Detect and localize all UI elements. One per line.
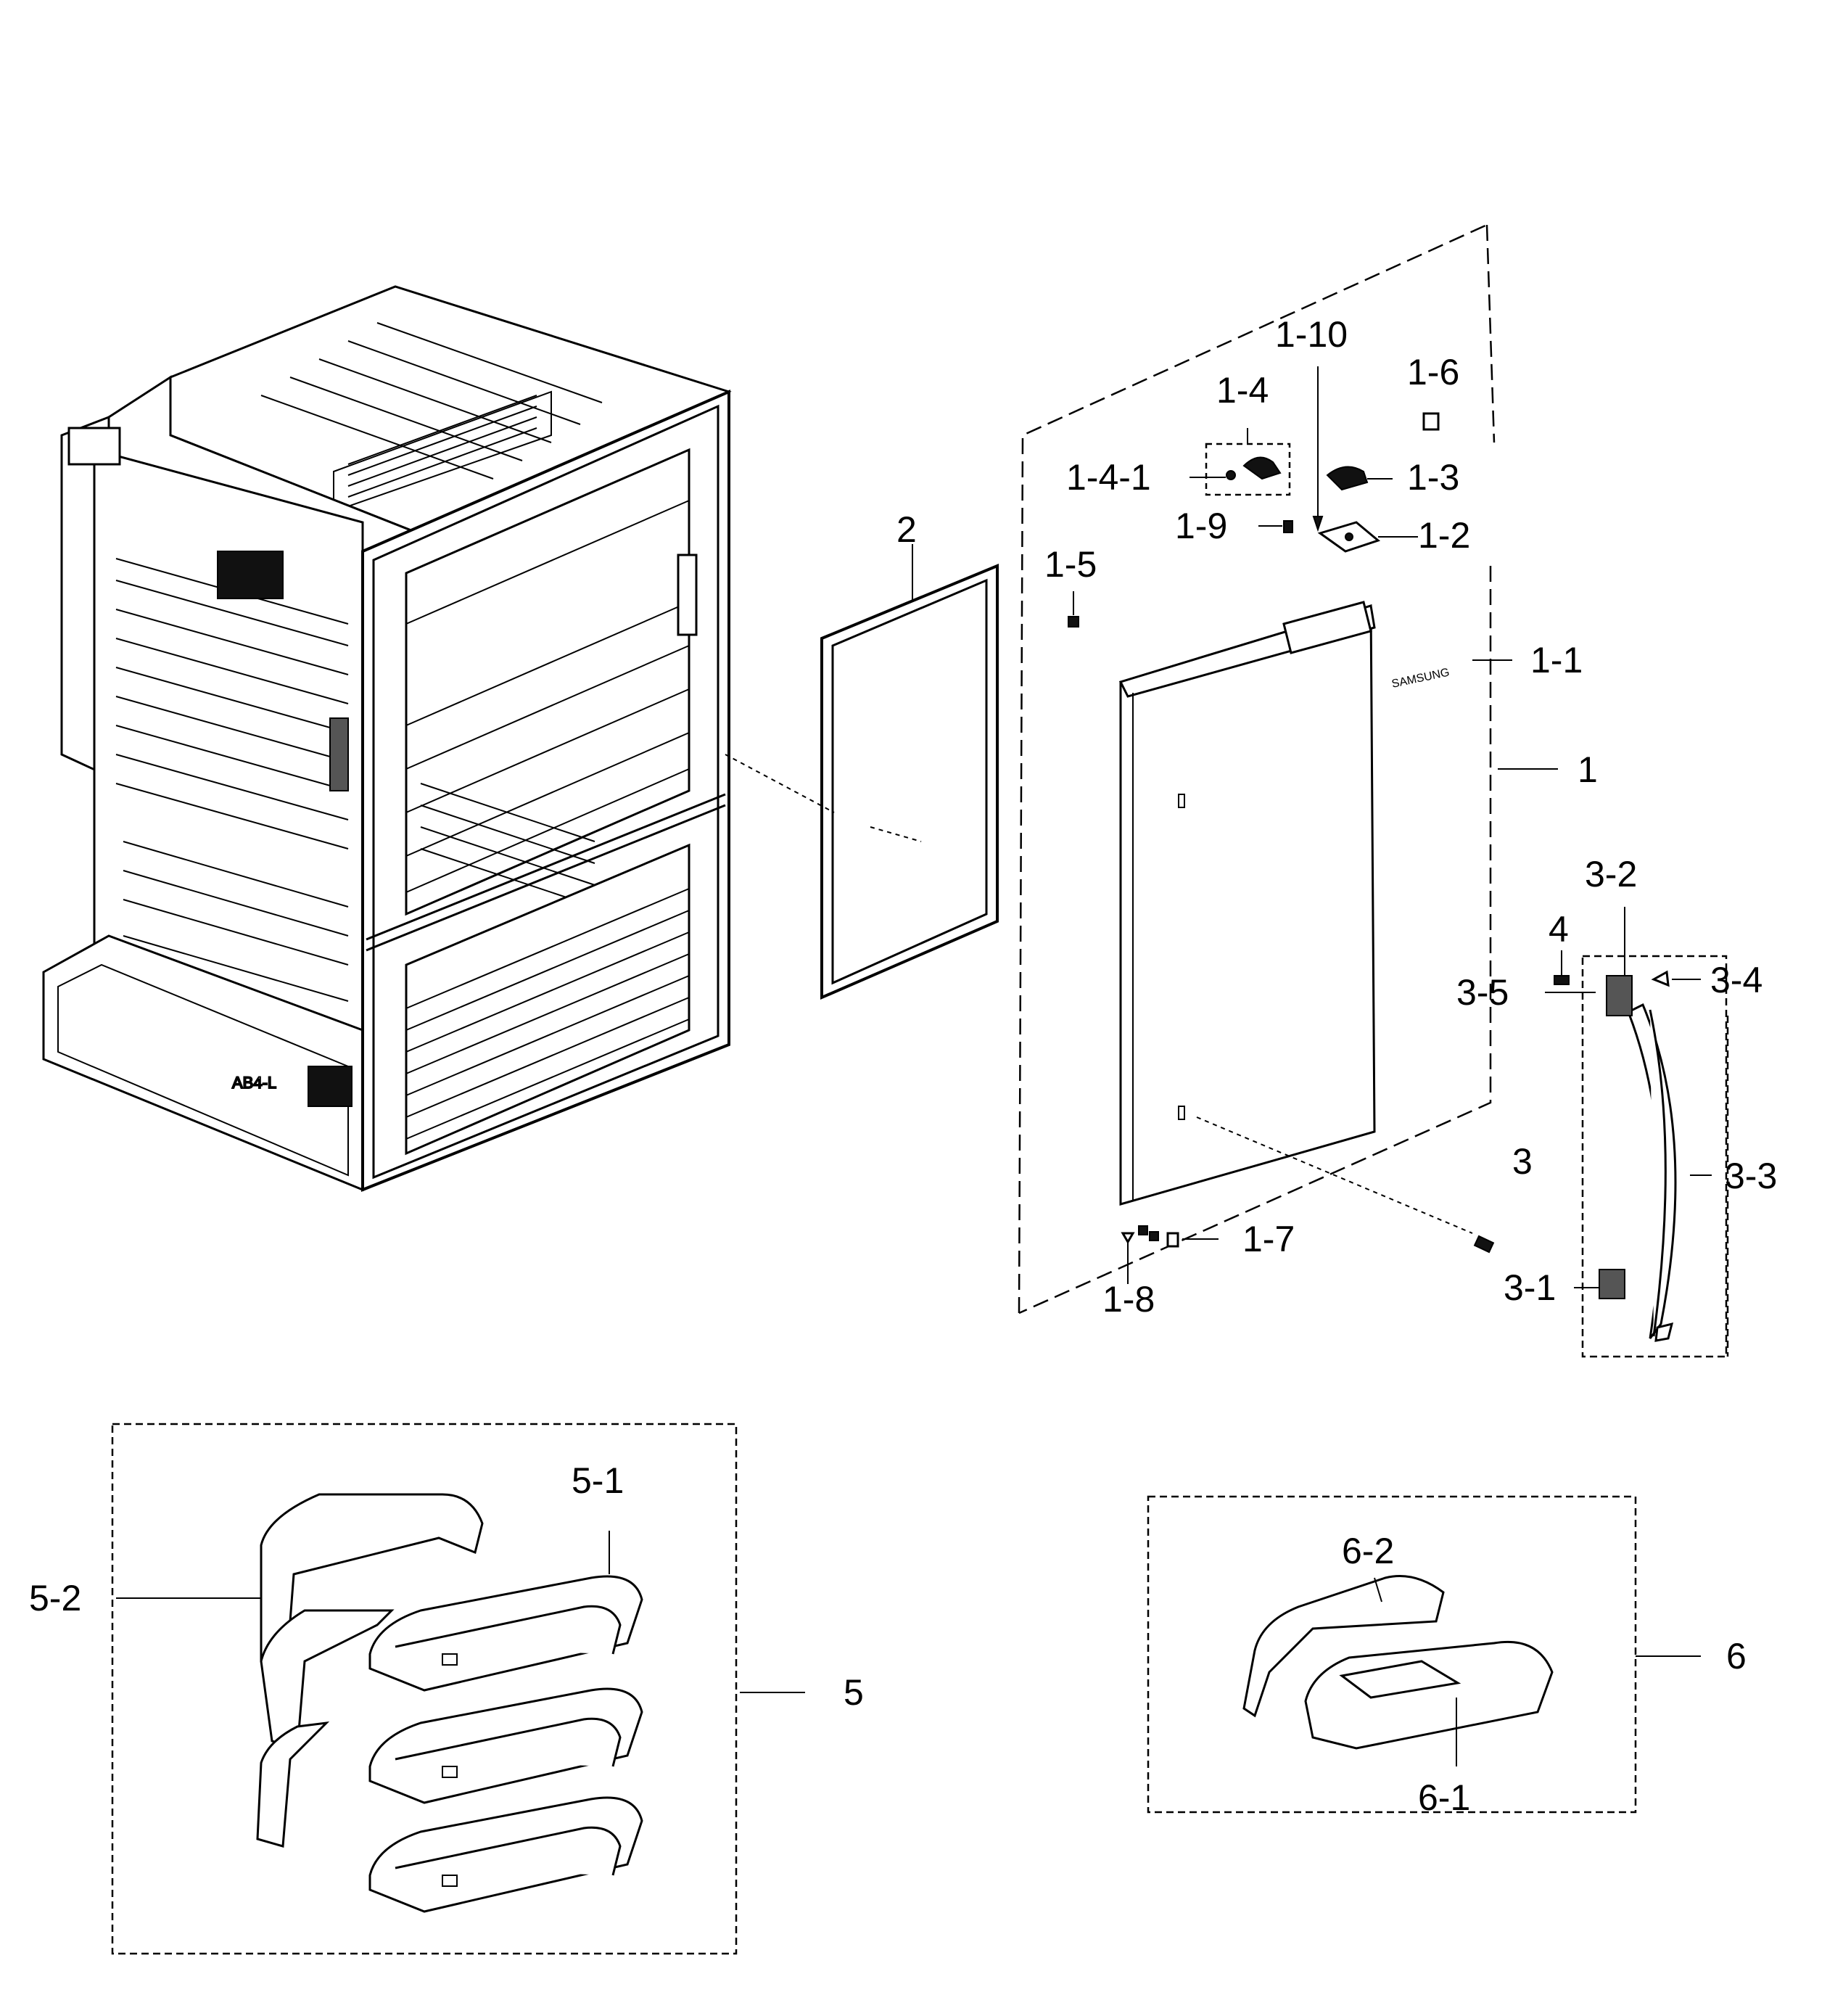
cabinet-marking: AB4-L: [232, 1074, 276, 1092]
label-1-6: 1-6: [1407, 352, 1459, 392]
label-6: 6: [1726, 1636, 1747, 1676]
refrigerator-door: SAMSUNG: [1118, 601, 1473, 1234]
label-3-5: 3-5: [1456, 972, 1509, 1013]
label-2: 2: [896, 509, 917, 550]
label-1-3: 1-3: [1407, 457, 1459, 498]
samsung-badge: SAMSUNG: [1390, 666, 1451, 690]
callout-labels: 1-10 1-6 1-4 1-4-1 1-3 1-9 1-2 1-5 1-1 1…: [29, 314, 1777, 1818]
label-1-7: 1-7: [1242, 1219, 1295, 1259]
label-3: 3: [1512, 1141, 1533, 1182]
label-1-1: 1-1: [1530, 640, 1583, 680]
label-6-2: 6-2: [1342, 1531, 1394, 1571]
dairy-bin-group: [1147, 1495, 1637, 1814]
door-bins-group: [111, 1423, 738, 1955]
label-3-3: 3-3: [1725, 1156, 1777, 1196]
handle-assembly: [1554, 950, 1729, 1358]
label-5-1: 5-1: [572, 1460, 624, 1501]
label-5: 5: [844, 1672, 864, 1713]
label-1-8: 1-8: [1102, 1279, 1155, 1320]
label-3-1: 3-1: [1504, 1267, 1556, 1308]
label-5-2: 5-2: [29, 1578, 81, 1618]
label-1: 1: [1578, 749, 1598, 790]
label-1-5: 1-5: [1044, 544, 1097, 585]
label-1-9: 1-9: [1175, 506, 1227, 546]
label-4: 4: [1549, 909, 1569, 950]
refrigerator-cabinet: AB4-L: [42, 285, 732, 1192]
door-assembly-frame: [1018, 223, 1496, 1314]
label-1-2: 1-2: [1418, 515, 1470, 556]
label-1-4: 1-4: [1216, 370, 1269, 411]
label-3-4: 3-4: [1710, 960, 1762, 1000]
label-6-1: 6-1: [1418, 1777, 1470, 1818]
label-1-10: 1-10: [1275, 314, 1348, 355]
leader-lines: [116, 428, 1712, 1766]
label-3-2: 3-2: [1585, 854, 1637, 894]
label-1-4-1: 1-4-1: [1066, 457, 1151, 498]
door-gasket: [725, 564, 999, 1000]
